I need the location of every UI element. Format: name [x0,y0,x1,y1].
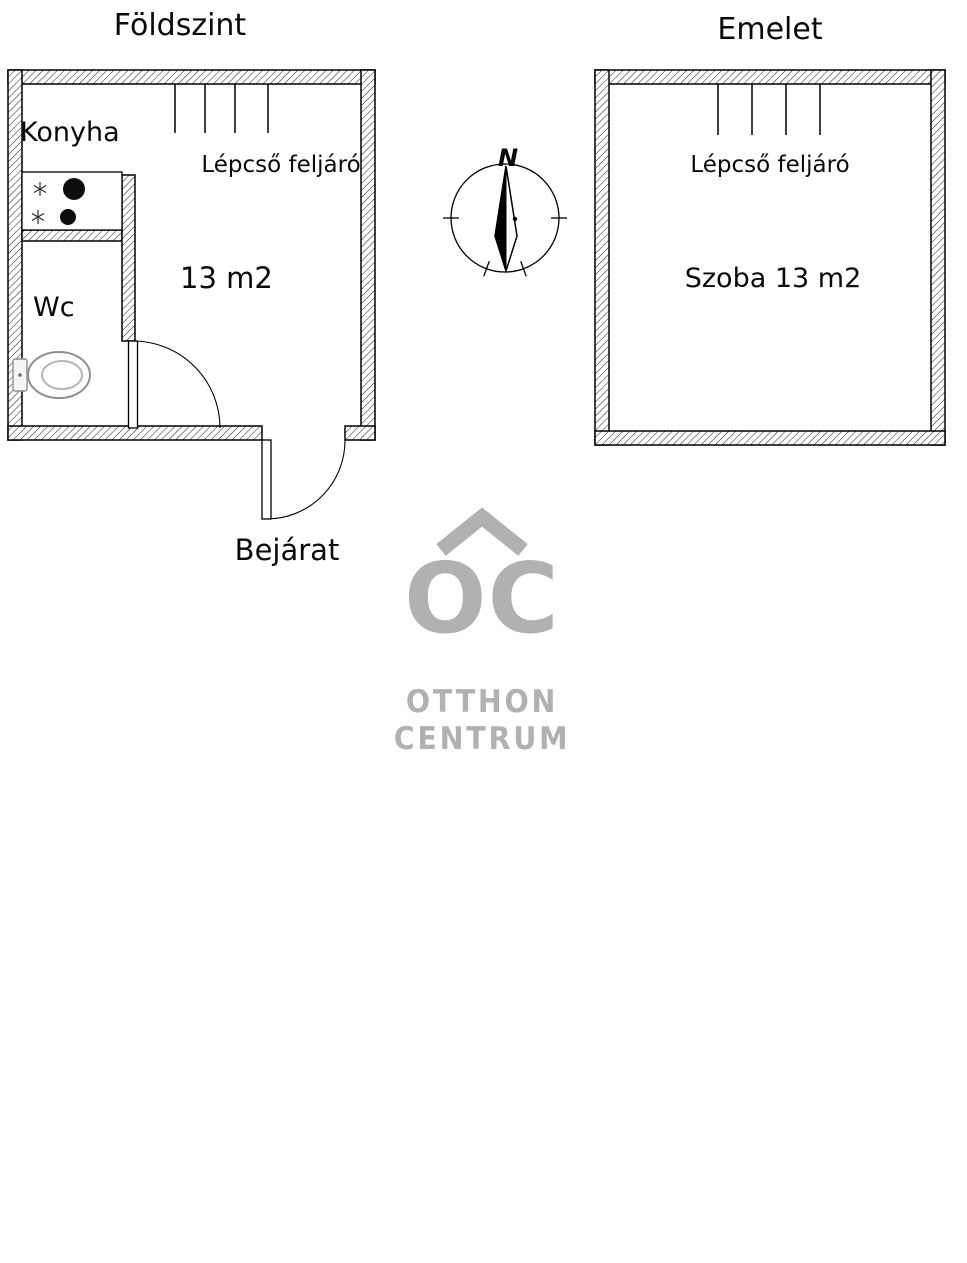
wall-left [594,69,610,446]
ground-floor-plan [7,69,376,520]
wc-door [127,340,221,429]
wall-right [360,69,376,441]
entrance-label: Bejárat [234,533,340,567]
upper-floor-stairs-label: Lépcső feljáró [690,152,850,178]
ground-floor-stairs [174,84,269,133]
upper-floor-room-label: Szoba 13 m2 [684,263,862,294]
stove-burner-plate-2 [60,209,76,225]
stove-burner-plate-1 [63,178,85,200]
compass-needle [494,165,518,274]
compass-north-label: N [497,144,519,172]
upper-floor-walls [594,69,946,446]
ground-floor-title: Földszint [113,8,247,43]
kitchen-label: Konyha [20,117,120,148]
ground-floor-walls [7,69,376,441]
wall-bottom-right-segment [344,425,376,441]
ground-floor-area-label: 13 m2 [180,261,273,295]
wall-top [594,69,946,85]
logo-name-line1: OTTHON [405,684,559,720]
toilet-icon [12,351,91,399]
upper-floor-plan [594,69,946,446]
entrance-door [261,439,346,520]
upper-floor-title: Emelet [717,12,823,47]
wc-label: Wc [33,292,75,323]
wc-door-swing-arc [132,340,221,429]
stove-burner-star-1 [33,182,47,196]
stove-burner-star-2 [31,210,45,224]
logo-name-line2: CENTRUM [393,721,571,757]
wall-top [7,69,376,85]
upper-floor-stairs [717,84,821,135]
wall-bottom [594,430,946,446]
ground-floor-stairs-label: Lépcső feljáró [201,152,361,178]
compass-ticks [443,217,567,277]
logo-roof-icon [436,507,528,556]
wall-right [930,69,946,446]
compass-icon [443,163,567,277]
wall-wc-partition [121,174,136,342]
logo-monogram: OC [404,542,560,655]
kitchen-counter-icon [21,171,123,231]
wall-kitchen-bottom [21,229,123,242]
entrance-door-swing-arc [266,439,346,520]
